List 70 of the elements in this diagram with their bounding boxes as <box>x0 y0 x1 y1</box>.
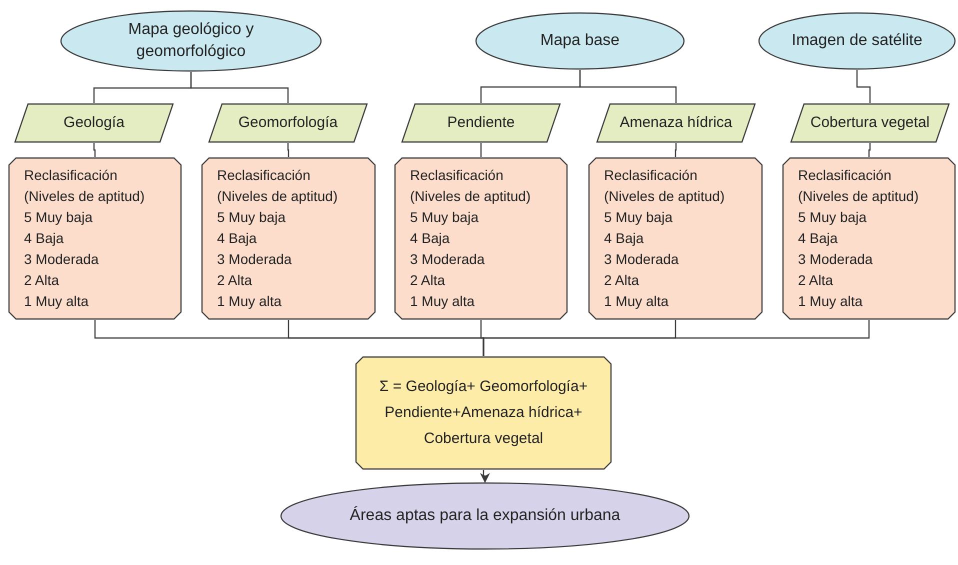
node-text: Reclasificación <box>798 166 892 185</box>
reclassification-box <box>782 157 956 320</box>
level-text: 3 Moderada <box>410 250 486 269</box>
reclassification-box <box>394 157 568 320</box>
level-text: 4 Baja <box>217 229 258 248</box>
source-ellipse <box>60 10 322 72</box>
sum-box <box>355 356 612 470</box>
node-text: Reclasificación <box>604 166 698 185</box>
reclassification-box <box>201 157 376 320</box>
node-text: (Niveles de aptitud) <box>217 187 339 206</box>
source-ellipse <box>758 12 956 70</box>
level-text: 2 Alta <box>24 271 60 290</box>
arrow <box>480 470 490 483</box>
node-text: Geología <box>62 112 126 133</box>
node-text: Áreas aptas para la expansión urbana <box>348 505 622 526</box>
level-text: 2 Alta <box>798 271 834 290</box>
data-layer-parallelogram <box>401 103 561 143</box>
connector-line <box>579 70 677 103</box>
source-ellipse <box>475 12 685 70</box>
level-text: 4 Baja <box>604 229 645 248</box>
connector-line <box>868 143 871 157</box>
node-text: Σ = Geología+ Geomorfología+ Pendiente+Amenaza hídrica+ Cobertura vegetal <box>379 377 588 449</box>
connector-line <box>480 143 482 157</box>
connector-line <box>674 143 677 157</box>
node-text: (Niveles de aptitud) <box>604 187 726 206</box>
result-ellipse <box>280 482 690 550</box>
node-text: Geomorfología <box>237 112 339 133</box>
node-text: Reclasificación <box>217 166 312 185</box>
level-text: 3 Moderada <box>798 250 874 269</box>
level-text: 1 Muy alta <box>217 292 283 311</box>
level-text: 5 Muy baja <box>217 208 286 227</box>
level-text: 1 Muy alta <box>798 292 864 311</box>
level-text: 5 Muy baja <box>604 208 674 227</box>
connector-line <box>287 143 290 157</box>
connector-line <box>482 320 870 356</box>
reclassification-box <box>8 157 182 320</box>
reclassification-box <box>588 157 763 320</box>
level-text: 3 Moderada <box>604 250 680 269</box>
node-text: Reclasificación <box>410 166 504 185</box>
level-text: 4 Baja <box>410 229 451 248</box>
data-layer-parallelogram <box>790 103 950 143</box>
level-text: 5 Muy baja <box>410 208 480 227</box>
level-text: 2 Alta <box>604 271 640 290</box>
level-text: 1 Muy alta <box>604 292 670 311</box>
node-text: Reclasificación <box>24 166 118 185</box>
node-text: (Niveles de aptitud) <box>798 187 920 206</box>
data-layer-parallelogram <box>14 103 174 143</box>
node-text: Pendiente <box>446 112 516 133</box>
level-text: 1 Muy alta <box>410 292 476 311</box>
level-text: 4 Baja <box>798 229 839 248</box>
connector-line <box>190 72 289 103</box>
connector-line <box>856 70 871 103</box>
node-text: Imagen de satélite <box>790 31 924 51</box>
data-layer-parallelogram <box>596 103 756 143</box>
level-text: 4 Baja <box>24 229 65 248</box>
level-text: 5 Muy baja <box>24 208 94 227</box>
level-text: 2 Alta <box>217 271 254 290</box>
connector-line <box>93 143 96 157</box>
level-text: 3 Moderada <box>217 250 293 269</box>
level-text: 2 Alta <box>410 271 446 290</box>
node-text: (Niveles de aptitud) <box>24 187 146 206</box>
node-text: Mapa base <box>539 31 621 51</box>
data-layer-parallelogram <box>208 103 368 143</box>
node-text: Cobertura vegetal <box>809 112 931 133</box>
node-text: Amenaza hídrica <box>618 112 734 133</box>
level-text: 3 Moderada <box>24 250 100 269</box>
node-text: Mapa geológico y geomorfológico <box>127 20 255 62</box>
level-text: 1 Muy alta <box>24 292 90 311</box>
node-text: (Niveles de aptitud) <box>410 187 532 206</box>
level-text: 5 Muy baja <box>798 208 868 227</box>
